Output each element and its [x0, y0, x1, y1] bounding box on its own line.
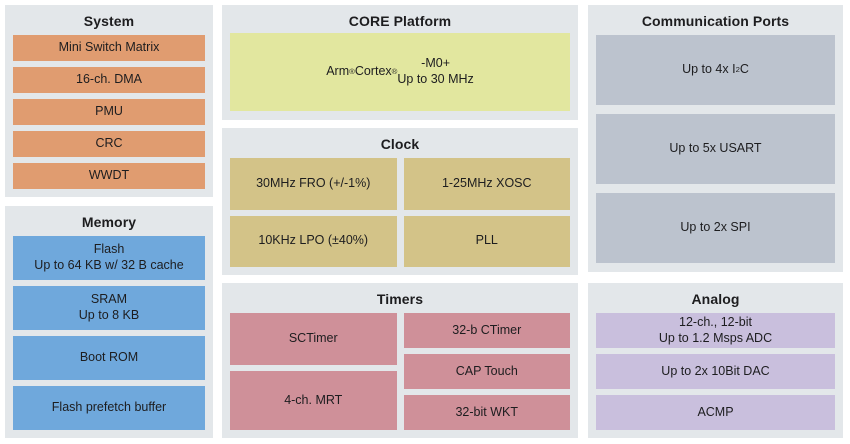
panel-clock-left-column: 30MHz FRO (+/-1%) 10KHz LPO (±40%) — [230, 158, 397, 267]
block-wwdt[interactable]: WWDT — [13, 163, 205, 189]
panel-memory-title: Memory — [81, 214, 137, 230]
block-pmu[interactable]: PMU — [13, 99, 205, 125]
block-fro-30mhz[interactable]: 30MHz FRO (+/-1%) — [230, 158, 397, 210]
block-sctimer[interactable]: SCTimer — [230, 313, 397, 365]
panel-timers-body: SCTimer 4-ch. MRT 32-b CTimer CAP Touch … — [230, 313, 570, 430]
block-pll[interactable]: PLL — [403, 215, 570, 267]
panel-core-platform-body: Arm® Cortex®-M0+Up to 30 MHz — [230, 33, 570, 111]
block-usart[interactable]: Up to 5x USART — [596, 114, 835, 184]
panel-clock-body: 30MHz FRO (+/-1%) 10KHz LPO (±40%) 1-25M… — [230, 158, 570, 267]
panel-timers-right-column: 32-b CTimer CAP Touch 32-bit WKT — [403, 313, 570, 430]
panel-timers-left-column: SCTimer 4-ch. MRT — [230, 313, 397, 430]
panel-system-body: Mini Switch Matrix 16-ch. DMA PMU CRC WW… — [13, 35, 205, 189]
panel-core-platform: CORE Platform Arm® Cortex®-M0+Up to 30 M… — [222, 5, 578, 120]
block-lpo-10khz[interactable]: 10KHz LPO (±40%) — [230, 215, 397, 267]
block-crc[interactable]: CRC — [13, 131, 205, 157]
panel-core-platform-title: CORE Platform — [348, 13, 452, 29]
panel-analog: Analog 12-ch., 12-bit Up to 1.2 Msps ADC… — [588, 283, 843, 438]
panel-memory-body: Flash Up to 64 KB w/ 32 B cache SRAM Up … — [13, 236, 205, 430]
block-mini-switch-matrix[interactable]: Mini Switch Matrix — [13, 35, 205, 61]
panel-communication-ports-title: Communication Ports — [641, 13, 790, 29]
block-flash[interactable]: Flash Up to 64 KB w/ 32 B cache — [13, 236, 205, 280]
block-dma[interactable]: 16-ch. DMA — [13, 67, 205, 93]
panel-analog-body: 12-ch., 12-bit Up to 1.2 Msps ADC Up to … — [596, 313, 835, 430]
panel-clock-title: Clock — [380, 136, 420, 152]
block-arm-cortex-m0plus[interactable]: Arm® Cortex®-M0+Up to 30 MHz — [230, 33, 570, 111]
panel-system: System Mini Switch Matrix 16-ch. DMA PMU… — [5, 5, 213, 197]
panel-system-title: System — [83, 13, 135, 29]
panel-analog-title: Analog — [691, 291, 740, 307]
panel-timers-title: Timers — [376, 291, 424, 307]
block-mrt[interactable]: 4-ch. MRT — [230, 370, 397, 430]
block-xosc[interactable]: 1-25MHz XOSC — [403, 158, 570, 210]
block-wkt[interactable]: 32-bit WKT — [403, 395, 570, 430]
block-cap-touch[interactable]: CAP Touch — [403, 354, 570, 389]
block-ctimer[interactable]: 32-b CTimer — [403, 313, 570, 348]
block-acmp[interactable]: ACMP — [596, 395, 835, 430]
panel-memory: Memory Flash Up to 64 KB w/ 32 B cache S… — [5, 206, 213, 438]
panel-clock: Clock 30MHz FRO (+/-1%) 10KHz LPO (±40%)… — [222, 128, 578, 275]
panel-timers: Timers SCTimer 4-ch. MRT 32-b CTimer CAP… — [222, 283, 578, 438]
block-boot-rom[interactable]: Boot ROM — [13, 336, 205, 380]
panel-clock-right-column: 1-25MHz XOSC PLL — [403, 158, 570, 267]
block-sram[interactable]: SRAM Up to 8 KB — [13, 286, 205, 330]
block-adc[interactable]: 12-ch., 12-bit Up to 1.2 Msps ADC — [596, 313, 835, 349]
block-flash-prefetch-buffer[interactable]: Flash prefetch buffer — [13, 386, 205, 430]
block-dac[interactable]: Up to 2x 10Bit DAC — [596, 354, 835, 390]
block-spi[interactable]: Up to 2x SPI — [596, 193, 835, 263]
